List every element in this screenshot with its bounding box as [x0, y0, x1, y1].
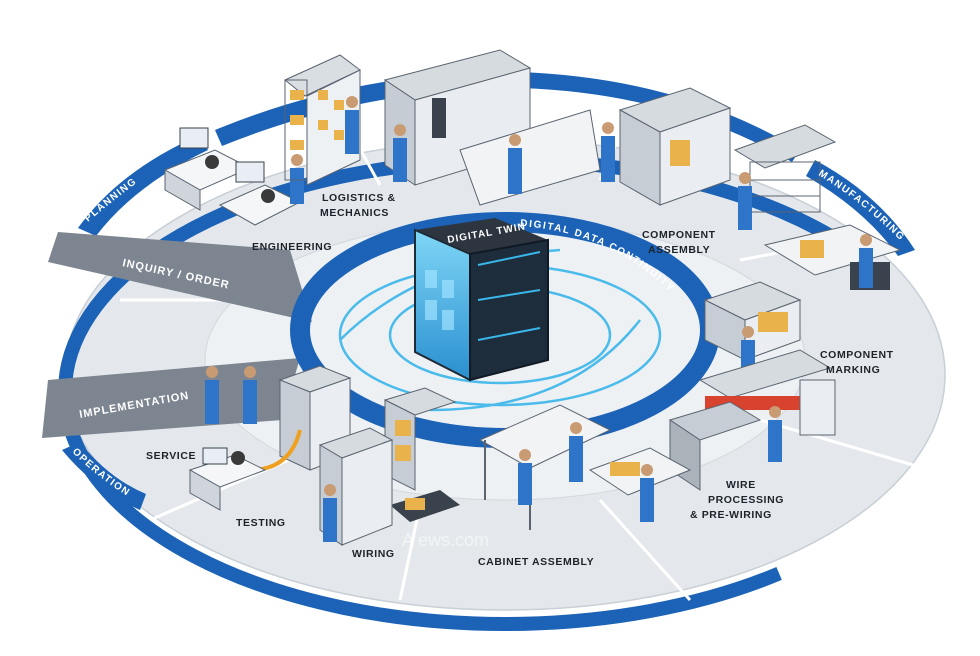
component-assembly-cell	[601, 87, 732, 206]
manufacturing-band	[806, 160, 915, 256]
station-label-component-assembly-line1: COMPONENT	[642, 229, 716, 241]
station-label-logistics-line2: MECHANICS	[320, 207, 389, 219]
implementation-band	[42, 358, 300, 438]
planning-band	[78, 135, 208, 236]
station-label-service: SERVICE	[146, 450, 196, 462]
wire-processing-machines	[668, 349, 836, 491]
mechanics-machine	[383, 49, 601, 206]
logistics-shelf	[284, 54, 361, 186]
operation-band	[62, 442, 146, 510]
watermark: A ews.com	[402, 530, 489, 550]
station-label-wire-line3: & PRE-WIRING	[690, 509, 772, 521]
inquiry-order-band	[48, 232, 312, 322]
grey-bands	[42, 232, 312, 438]
testing-cabinets	[249, 365, 394, 546]
station-label-wiring: WIRING	[352, 548, 395, 560]
service-desk	[188, 366, 267, 511]
engineering-desks	[163, 127, 304, 226]
station-label-cabinet-assembly: CABINET ASSEMBLY	[478, 556, 594, 568]
station-label-component-marking-line2: MARKING	[826, 364, 880, 376]
station-label-wire-line1: WIRE	[726, 479, 756, 491]
station-label-wire-line2: PROCESSING	[708, 494, 784, 506]
station-label-logistics-line1: LOGISTICS &	[322, 192, 396, 204]
station-label-component-marking-line1: COMPONENT	[820, 349, 894, 361]
station-label-component-assembly-line2: ASSEMBLY	[648, 244, 710, 256]
phase-bands	[62, 71, 915, 510]
manufacturing-rack	[733, 124, 902, 290]
station-label-testing: TESTING	[236, 517, 286, 529]
station-equipment	[163, 49, 902, 546]
cabinet-assembly-benches	[478, 404, 692, 530]
station-label-engineering: ENGINEERING	[252, 241, 332, 253]
digital-twin-cabinet: DIGITAL TWIN	[414, 218, 549, 382]
